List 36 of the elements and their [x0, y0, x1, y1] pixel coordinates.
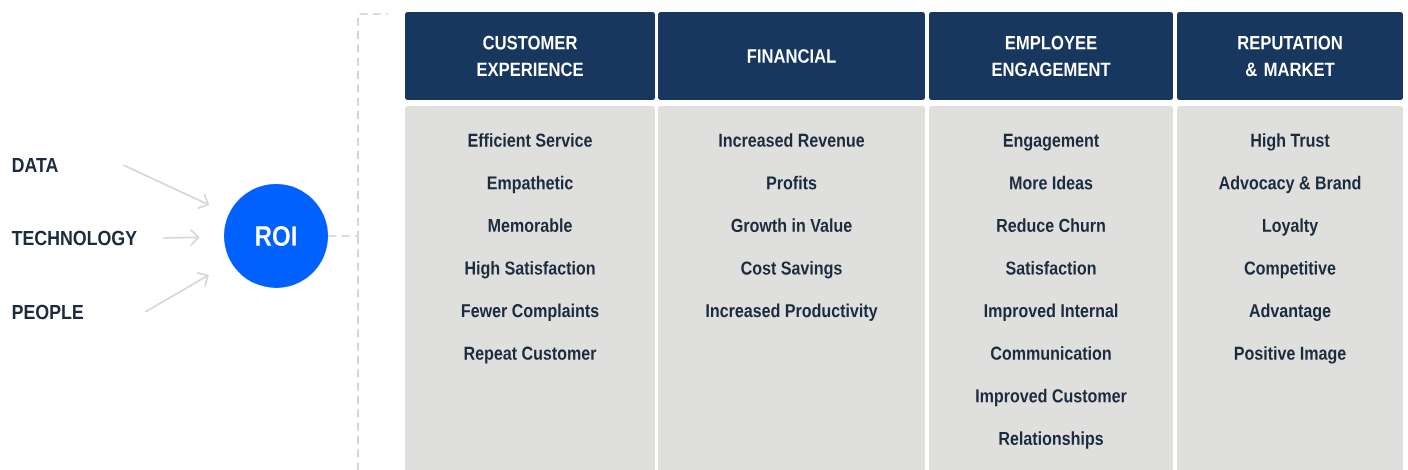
item-text: Advocacy & Brand: [1219, 175, 1361, 194]
item-text: Cost Savings: [741, 260, 842, 279]
item-text: Reduce Churn: [997, 218, 1105, 233]
column-header: EMPLOYEE ENGAGEMENT: [929, 12, 1173, 100]
item-text: Memorable: [488, 218, 572, 233]
item-text: Competitive: [1244, 260, 1336, 279]
column-header: FINANCIAL: [658, 12, 925, 100]
item-text: Positive Image: [1234, 346, 1346, 364]
item-text: Fewer Complaints: [461, 303, 599, 321]
arrow: [122, 164, 210, 210]
input-label: DATA: [12, 157, 58, 173]
item-text: Efficient Service: [468, 133, 592, 147]
item-text: Improved Internal: [984, 303, 1118, 321]
column-header: REPUTATION & MARKET: [1177, 12, 1403, 100]
column-header: CUSTOMER EXPERIENCE: [405, 12, 655, 100]
item-text: Increased Revenue: [719, 133, 865, 147]
item-text: Repeat Customer: [464, 346, 597, 364]
item-text: Engagement: [1003, 133, 1099, 151]
item-text: Relationships: [999, 431, 1103, 449]
item-text: Increased Productivity: [706, 303, 878, 321]
item-text: Growth in Value: [731, 218, 852, 233]
input-label: PEOPLE: [12, 304, 84, 320]
item-text: More Ideas: [1010, 175, 1093, 190]
item-text: High Trust: [1251, 133, 1330, 151]
item-text: Advantage: [1249, 303, 1331, 321]
item-text: Empathetic: [487, 175, 573, 194]
input-label: TECHNOLOGY: [11, 230, 137, 246]
item-text: Satisfaction: [1005, 260, 1096, 275]
item-text: High Satisfaction: [465, 260, 595, 279]
item-text: Profits: [767, 175, 817, 190]
item-text: Communication: [991, 346, 1111, 360]
item-text: Improved Customer: [976, 388, 1127, 407]
item-text: Loyalty: [1262, 218, 1319, 236]
arrow: [162, 228, 200, 247]
connector-line: [327, 13, 389, 237]
arrow: [144, 271, 209, 313]
